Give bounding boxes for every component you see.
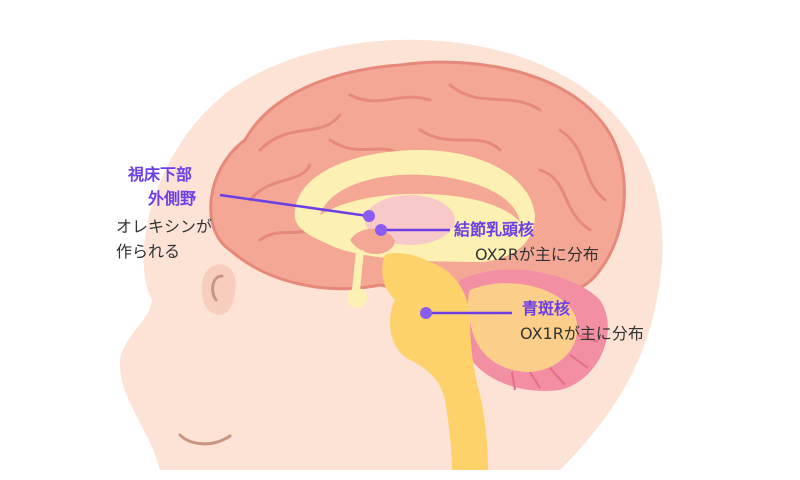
orexin-label-line1: オレキシンが: [116, 217, 213, 236]
corpus-callosum: [320, 174, 520, 222]
ear: [201, 264, 236, 315]
pituitary: [347, 288, 367, 308]
brainstem: [382, 252, 488, 470]
gyri-folds: [248, 83, 607, 242]
hypothalamus-connector: [219, 193, 369, 218]
cerebellum-folia: [511, 334, 599, 391]
ox1r-label: OX1Rが主に分布: [520, 324, 644, 343]
ox2r-label: OX2Rが主に分布: [475, 245, 599, 264]
tuberomammillary-dot: [375, 224, 387, 236]
thalamus: [365, 195, 455, 245]
pituitary-stalk: [352, 249, 364, 291]
orexin-label-line2: 作られる: [116, 242, 181, 261]
locus-coeruleus-dot: [420, 307, 432, 319]
hypothalamus-label-line2: 外側野: [148, 189, 197, 208]
mouth: [178, 433, 232, 446]
hypothalamus-dot: [363, 210, 375, 222]
tuberomammillary-label: 結節乳頭核: [454, 220, 535, 239]
hypothalamus-label-line1: 視床下部: [128, 165, 193, 184]
locus-coeruleus-label: 青斑核: [522, 299, 571, 318]
ear-inner: [211, 274, 224, 302]
cerebellum-inner: [467, 283, 578, 372]
